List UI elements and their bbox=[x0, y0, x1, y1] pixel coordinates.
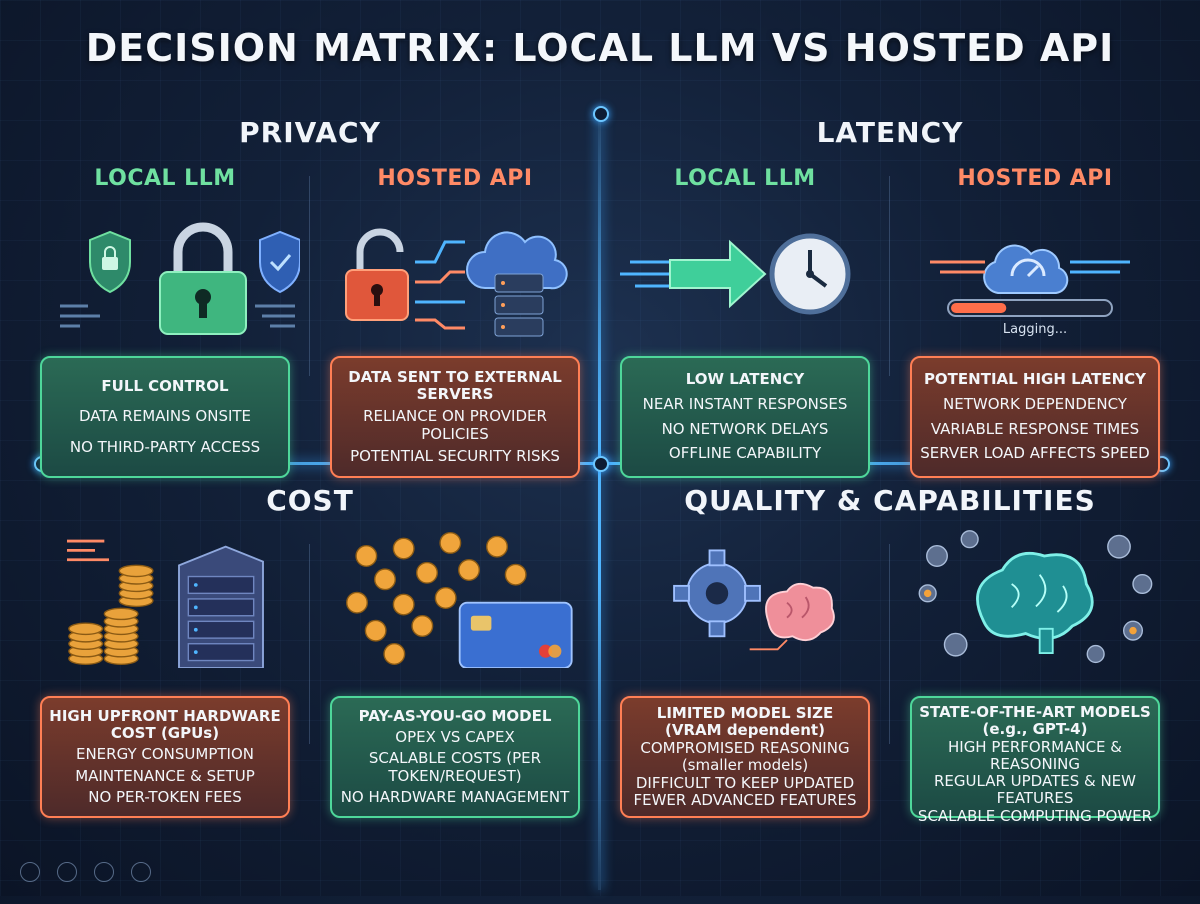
column-heading-local: LOCAL LLM bbox=[94, 166, 236, 191]
card-item: DIFFICULT TO KEEP UPDATED bbox=[635, 773, 855, 792]
quadrant-title: PRIVACY bbox=[239, 116, 381, 149]
quadrant-title: COST bbox=[266, 484, 354, 517]
latency-hosted-card: POTENTIAL HIGH LATENCY NETWORK DEPENDENC… bbox=[910, 356, 1160, 478]
circle-icon bbox=[131, 862, 152, 882]
divider-node-center bbox=[593, 456, 609, 472]
card-item: NEAR INSTANT RESPONSES bbox=[642, 395, 848, 414]
coins-credit-card-icon bbox=[346, 531, 573, 668]
column-heading-hosted: HOSTED API bbox=[377, 166, 533, 191]
card-item: SCALABLE COMPUTING POWER bbox=[917, 806, 1153, 825]
card-item: OFFLINE CAPABILITY bbox=[668, 444, 822, 463]
footer-icons bbox=[20, 862, 163, 886]
card-item: STATE-OF-THE-ART MODELS (e.g., GPT-4) bbox=[919, 703, 1151, 739]
cost-local-card: HIGH UPFRONT HARDWARE COST (GPUs) ENERGY… bbox=[40, 696, 290, 818]
latency-local-card: LOW LATENCY NEAR INSTANT RESPONSES NO NE… bbox=[620, 356, 870, 478]
card-item: SCALABLE COSTS (PER TOKEN/REQUEST) bbox=[368, 749, 542, 785]
coins-server-icon bbox=[67, 539, 264, 668]
card-item: NO THIRD-PARTY ACCESS bbox=[69, 438, 261, 457]
progress-fill bbox=[951, 303, 1007, 313]
privacy-hosted-column: HOSTED API DATA SENT TO EXTERNAL SERVERS… bbox=[320, 166, 590, 526]
cost-hosted-column: PAY-AS-YOU-GO MODEL OPEX VS CAPEX SCALAB… bbox=[320, 484, 590, 844]
card-item: LOW LATENCY bbox=[685, 370, 805, 389]
card-item: NETWORK DEPENDENCY bbox=[943, 395, 1127, 414]
quadrant-cost: COST HIGH UPFRONT HARDWARE COST (GPUs) E… bbox=[30, 484, 590, 904]
column-heading-local: LOCAL LLM bbox=[674, 166, 816, 191]
column-separator bbox=[309, 176, 310, 376]
column-separator bbox=[889, 176, 890, 376]
gears-glowing-brain-icon bbox=[918, 530, 1153, 664]
quality-local-column: LIMITED MODEL SIZE (VRAM dependent) COMP… bbox=[610, 484, 880, 844]
card-item: FEWER ADVANCED FEATURES bbox=[633, 791, 857, 810]
card-item: HIGH PERFORMANCE & REASONING bbox=[947, 737, 1123, 773]
card-item: VARIABLE RESPONSE TIMES bbox=[930, 419, 1140, 438]
cost-hosted-card: PAY-AS-YOU-GO MODEL OPEX VS CAPEX SCALAB… bbox=[330, 696, 580, 818]
quadrant-privacy: PRIVACY LOCAL LLM FULL CONTROL DATA REMA… bbox=[30, 116, 590, 536]
card-item: COMPROMISED REASONING (smaller models) bbox=[640, 738, 850, 774]
card-item: SERVER LOAD AFFECTS SPEED bbox=[920, 444, 1150, 463]
latency-hosted-column: HOSTED API Lagging... POTENTIAL HIGH LAT… bbox=[900, 166, 1170, 526]
column-separator bbox=[309, 544, 310, 744]
card-item: POTENTIAL SECURITY RISKS bbox=[350, 446, 560, 465]
card-item: ENERGY CONSUMPTION bbox=[75, 745, 254, 764]
latency-local-column: LOCAL LLM LOW LATENCY NEAR INSTANT RESPO… bbox=[610, 166, 880, 526]
card-item: RELIANCE ON PROVIDER POLICIES bbox=[363, 407, 547, 443]
card-item: HIGH UPFRONT HARDWARE COST (GPUs) bbox=[49, 706, 281, 743]
circle-icon bbox=[94, 862, 115, 882]
circle-icon bbox=[57, 862, 78, 882]
card-item: PAY-AS-YOU-GO MODEL bbox=[358, 706, 552, 725]
quadrant-latency: LATENCY LOCAL LLM LOW LATENCY NEAR INSTA… bbox=[610, 116, 1170, 536]
card-item: POTENTIAL HIGH LATENCY bbox=[923, 370, 1147, 389]
card-item: NO NETWORK DELAYS bbox=[661, 419, 829, 438]
gear-small-brain-icon bbox=[673, 549, 835, 651]
privacy-local-column: LOCAL LLM FULL CONTROL DATA REMAINS ONSI… bbox=[30, 166, 300, 526]
quadrant-title: LATENCY bbox=[816, 116, 964, 149]
column-heading-hosted: HOSTED API bbox=[957, 166, 1113, 191]
card-item: LIMITED MODEL SIZE (VRAM dependent) bbox=[656, 703, 834, 739]
circle-icon bbox=[20, 862, 40, 882]
vertical-divider bbox=[598, 112, 601, 890]
card-item: NO HARDWARE MANAGEMENT bbox=[340, 787, 570, 806]
card-item: NO PER-TOKEN FEES bbox=[88, 787, 242, 806]
quality-hosted-card: STATE-OF-THE-ART MODELS (e.g., GPT-4) HI… bbox=[910, 696, 1160, 824]
page-title: DECISION MATRIX: LOCAL LLM VS HOSTED API bbox=[85, 26, 1115, 70]
card-item: DATA SENT TO EXTERNAL SERVERS bbox=[348, 367, 562, 404]
card-item: DATA REMAINS ONSITE bbox=[78, 407, 252, 426]
quadrant-title: QUALITY & CAPABILITIES bbox=[684, 484, 1096, 517]
card-item: MAINTENANCE & SETUP bbox=[75, 766, 255, 785]
privacy-hosted-card: DATA SENT TO EXTERNAL SERVERS RELIANCE O… bbox=[330, 356, 580, 478]
card-item: FULL CONTROL bbox=[101, 376, 229, 395]
quadrant-quality: QUALITY & CAPABILITIES LIMITED MODEL SIZ… bbox=[610, 484, 1170, 904]
fast-arrow-clock-icon bbox=[620, 233, 851, 315]
cloud-gauge-icon bbox=[930, 244, 1130, 317]
quality-hosted-column: STATE-OF-THE-ART MODELS (e.g., GPT-4) HI… bbox=[900, 484, 1170, 844]
cost-local-column: HIGH UPFRONT HARDWARE COST (GPUs) ENERGY… bbox=[30, 484, 300, 844]
lagging-label: Lagging... bbox=[1002, 322, 1068, 337]
unlocked-cloud-server-icon bbox=[345, 228, 568, 337]
card-item: REGULAR UPDATES & NEW FEATURES bbox=[934, 772, 1136, 808]
lock-shield-icon bbox=[60, 222, 300, 335]
divider-node-top bbox=[593, 106, 609, 122]
privacy-local-card: FULL CONTROL DATA REMAINS ONSITE NO THIR… bbox=[40, 356, 290, 478]
quality-local-card: LIMITED MODEL SIZE (VRAM dependent) COMP… bbox=[620, 696, 870, 818]
card-item: OPEX VS CAPEX bbox=[395, 728, 515, 747]
column-separator bbox=[889, 544, 890, 744]
